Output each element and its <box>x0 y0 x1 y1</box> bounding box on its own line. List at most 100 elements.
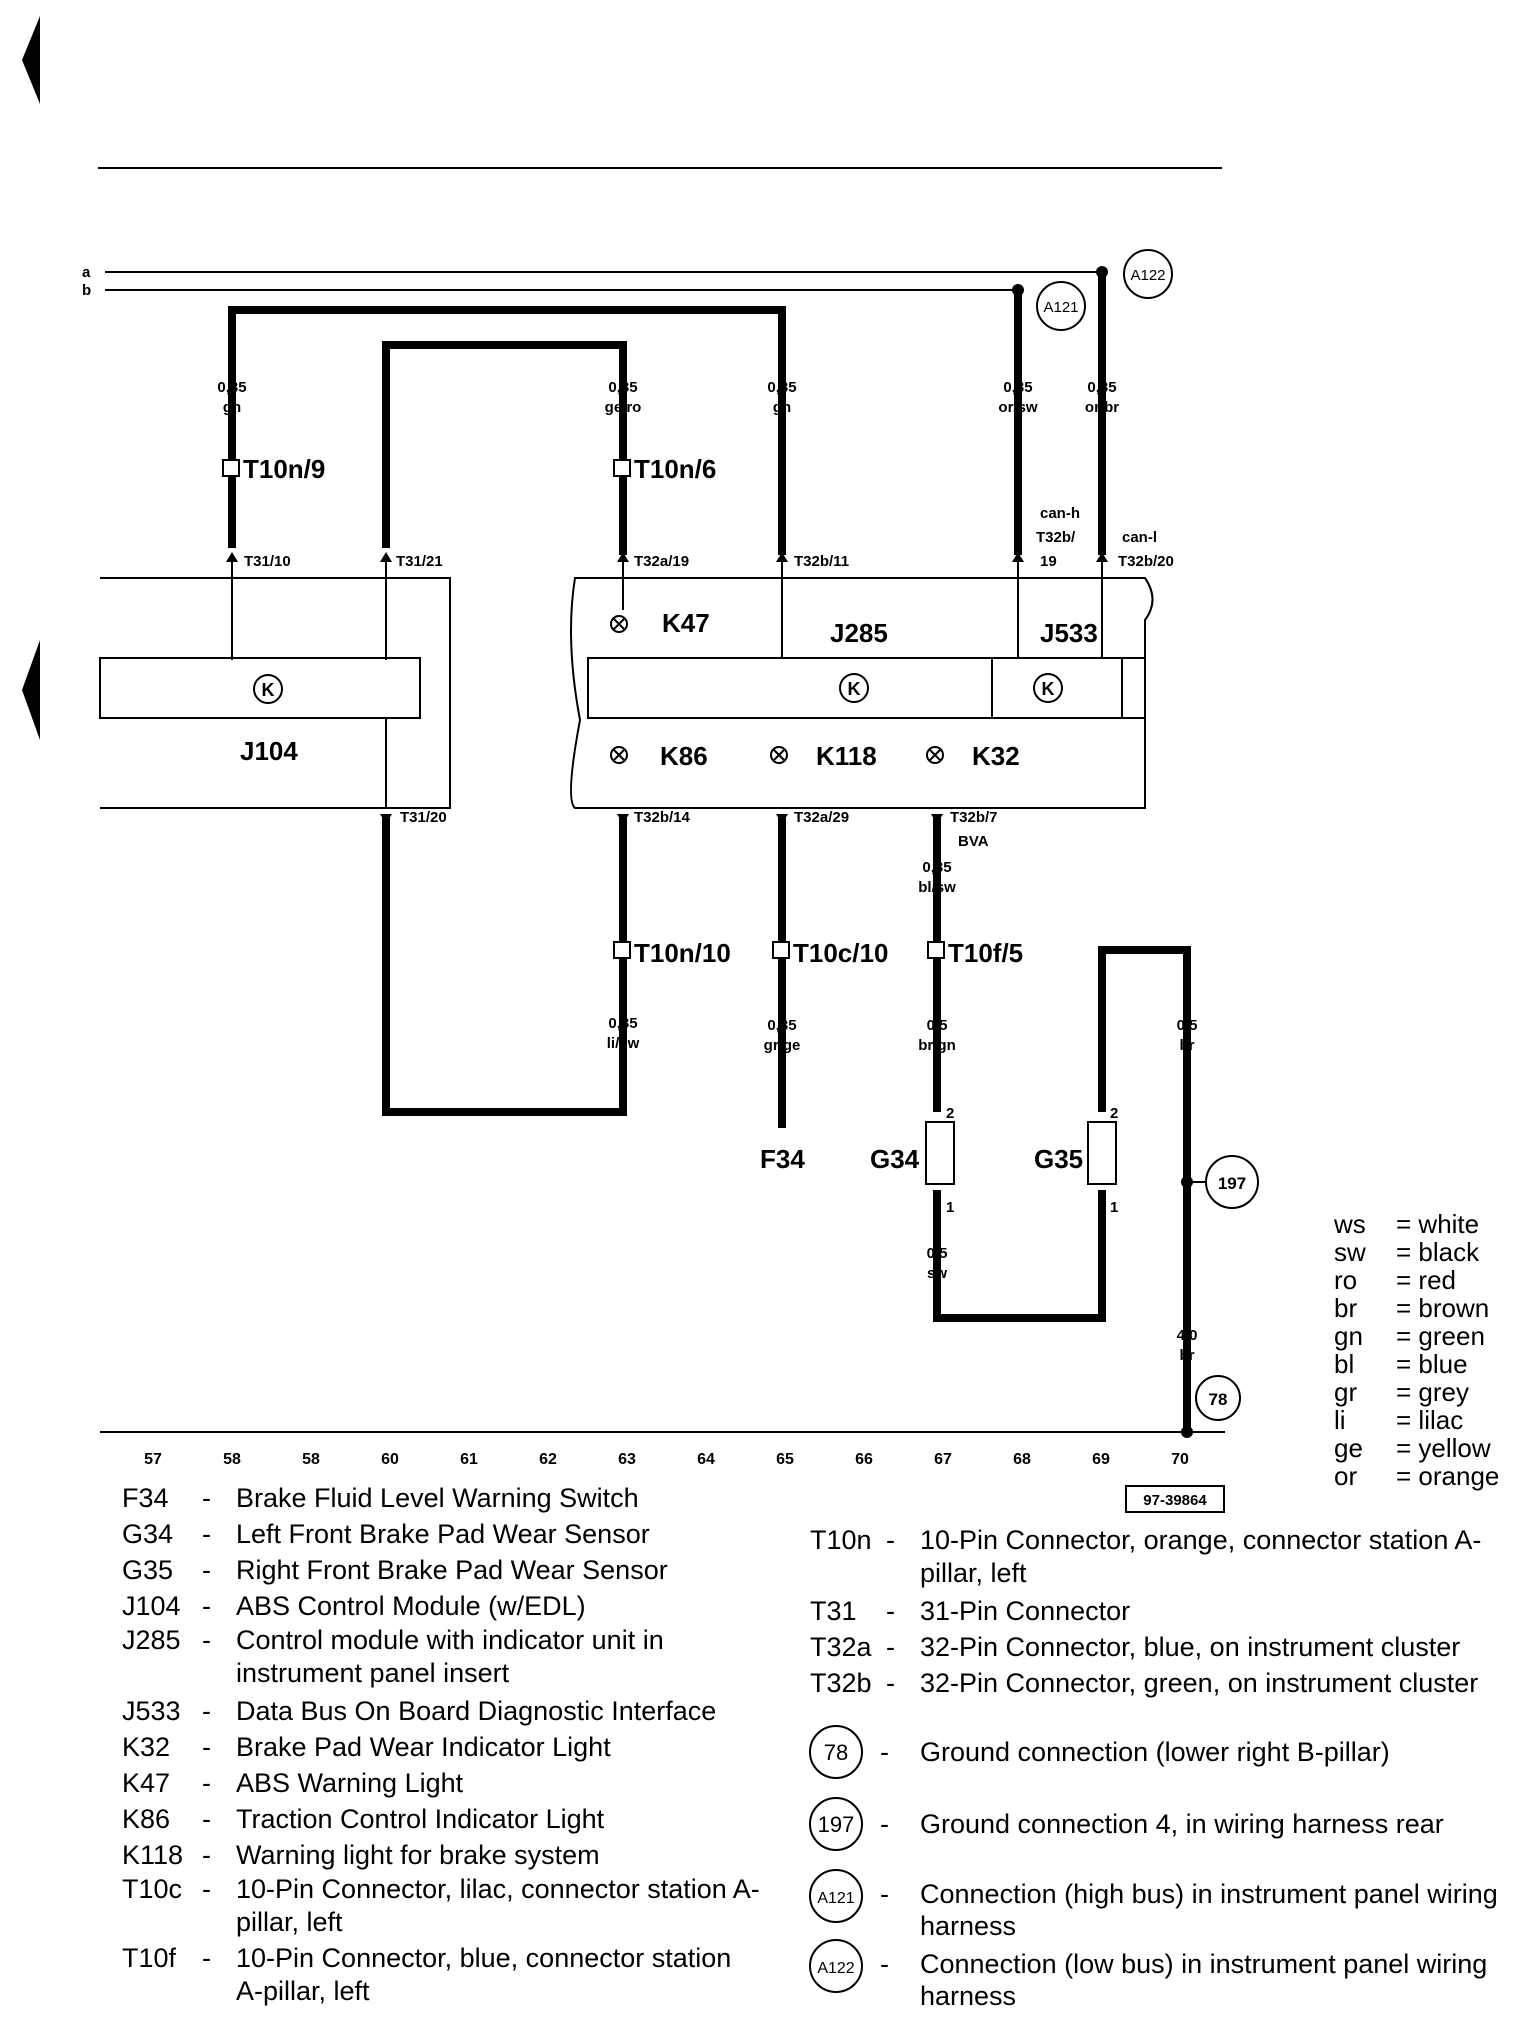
a122-label: A122 <box>1130 267 1165 284</box>
svg-text:can-h: can-h <box>1040 505 1080 522</box>
j104-label: J104 <box>240 736 298 766</box>
wire-58-65-loop <box>228 306 786 555</box>
svg-text:br: br <box>1180 1037 1195 1054</box>
a122-circle <box>1123 249 1173 299</box>
svg-text:T31/10: T31/10 <box>244 553 291 570</box>
svg-text:61: 61 <box>460 1451 478 1468</box>
legend-item: T10f-10-Pin Connector, blue, connector s… <box>122 1943 732 2006</box>
svg-text:63: 63 <box>618 1451 636 1468</box>
svg-text:0,35: 0,35 <box>767 379 796 396</box>
k32-label: K32 <box>972 741 1020 771</box>
color-key-item: bl= blue <box>1334 1349 1468 1379</box>
cluster-k-bar <box>587 657 1146 719</box>
color-key-item: ge= yellow <box>1334 1433 1491 1463</box>
svg-text:68: 68 <box>1013 1451 1031 1468</box>
ground-78-label: 78 <box>1209 1390 1228 1409</box>
reference-code-box <box>1125 1485 1225 1513</box>
legend-right-connectors: T10n-10-Pin Connector, orange, connector… <box>810 1524 1526 1701</box>
color-key-item: or= orange <box>1334 1461 1500 1491</box>
svg-text:0,35: 0,35 <box>608 379 637 396</box>
k118-label: K118 <box>816 741 877 771</box>
t10f5-label: T10f/5 <box>948 938 1023 968</box>
svg-text:64: 64 <box>697 1451 715 1468</box>
wire-60-63-loop <box>382 341 627 555</box>
svg-text:T32b/: T32b/ <box>1036 529 1076 546</box>
svg-text:or/br: or/br <box>1085 399 1119 416</box>
svg-text:bl/sw: bl/sw <box>918 879 956 896</box>
k47-label: K47 <box>662 608 710 638</box>
legend-circle-a122: A122 <box>817 1960 854 1977</box>
svg-text:li/sw: li/sw <box>607 1035 640 1052</box>
svg-text:ge/ro: ge/ro <box>605 399 642 416</box>
legend-circles <box>809 1725 863 1993</box>
bus-label-a: a <box>82 264 91 281</box>
j285-label: J285 <box>830 618 888 648</box>
svg-text:4,0: 4,0 <box>1177 1327 1198 1344</box>
previous-page-arrow-lower[interactable] <box>22 640 40 740</box>
svg-text:69: 69 <box>1092 1451 1110 1468</box>
ground-197-circle <box>1205 1155 1259 1209</box>
svg-text:T31/21: T31/21 <box>396 553 443 570</box>
legend-circle-197: 197 <box>818 1812 855 1837</box>
legend-item: -Connection (high bus) in instrument pan… <box>880 1879 1498 1941</box>
svg-text:T32b/7: T32b/7 <box>950 809 998 826</box>
j285-k-letter: K <box>848 679 861 699</box>
j104-k-icon <box>253 674 283 704</box>
legend-item: J104-ABS Control Module (w/EDL) <box>122 1591 586 1621</box>
wire-g34-g35 <box>933 1190 1106 1322</box>
svg-text:T32a/29: T32a/29 <box>794 809 849 826</box>
pin-labels: T31/10 T31/21 T32a/19 T32b/11 can-h T32b… <box>244 505 1174 850</box>
g34-pin1: 1 <box>946 1199 954 1216</box>
bus-label-b: b <box>82 282 91 299</box>
svg-text:0,35: 0,35 <box>608 1015 637 1032</box>
legend-item: G34-Left Front Brake Pad Wear Sensor <box>122 1519 650 1549</box>
j285-k-icon <box>839 673 869 703</box>
svg-text:60: 60 <box>381 1451 399 1468</box>
f34-label: F34 <box>760 1144 805 1174</box>
wire-g35-70 <box>1098 946 1191 1432</box>
svg-text:gn: gn <box>223 399 241 416</box>
legend-item: T31-31-Pin Connector <box>810 1596 1131 1626</box>
legend-item: J285-Control module with indicator unit … <box>122 1625 664 1688</box>
svg-text:0,35: 0,35 <box>1003 379 1032 396</box>
lamp-icons <box>610 615 944 764</box>
svg-text:gr/ge: gr/ge <box>764 1037 801 1054</box>
legend-item: -Connection (low bus) in instrument pane… <box>880 1949 1488 2011</box>
svg-text:67: 67 <box>934 1451 952 1468</box>
previous-page-arrow[interactable] <box>22 16 40 104</box>
g35-pin1: 1 <box>1110 1199 1118 1216</box>
svg-text:br: br <box>1180 1347 1195 1364</box>
pin-arrows <box>226 552 1108 824</box>
color-key-item: li= lilac <box>1334 1405 1464 1435</box>
j104-k-letter: K <box>262 680 275 700</box>
svg-text:0,35: 0,35 <box>922 859 951 876</box>
svg-text:BVA: BVA <box>958 833 989 850</box>
color-key-item: ro= red <box>1334 1265 1456 1295</box>
cluster-module <box>570 577 1154 809</box>
color-key-item: sw= black <box>1334 1237 1480 1267</box>
legend-item: -Ground connection (lower right B-pillar… <box>880 1737 1390 1767</box>
g35-pin2: 2 <box>1110 1105 1118 1122</box>
g34-label: G34 <box>870 1144 920 1174</box>
t10n9-label: T10n/9 <box>243 454 325 484</box>
svg-text:can-l: can-l <box>1122 529 1157 546</box>
legend-item: K118-Warning light for brake system <box>122 1840 600 1870</box>
svg-text:0,5: 0,5 <box>927 1017 948 1034</box>
svg-text:T32b/14: T32b/14 <box>634 809 691 826</box>
t10c10-label: T10c/10 <box>793 938 888 968</box>
svg-text:T32b/11: T32b/11 <box>794 553 849 570</box>
legend-item: G35-Right Front Brake Pad Wear Sensor <box>122 1555 668 1585</box>
svg-text:0,5: 0,5 <box>1177 1017 1198 1034</box>
svg-text:gn: gn <box>773 399 791 416</box>
reference-code: 97-39864 <box>1143 1492 1207 1509</box>
connector-icons <box>222 459 945 959</box>
svg-text:or/sw: or/sw <box>998 399 1038 416</box>
t10n6-label: T10n/6 <box>634 454 716 484</box>
svg-text:br/gn: br/gn <box>918 1037 956 1054</box>
j104-k-bar <box>99 657 421 719</box>
svg-text:58: 58 <box>223 1451 241 1468</box>
legend-item: K86-Traction Control Indicator Light <box>122 1804 605 1834</box>
g35-label: G35 <box>1034 1144 1083 1174</box>
svg-text:0,5: 0,5 <box>927 1245 948 1262</box>
